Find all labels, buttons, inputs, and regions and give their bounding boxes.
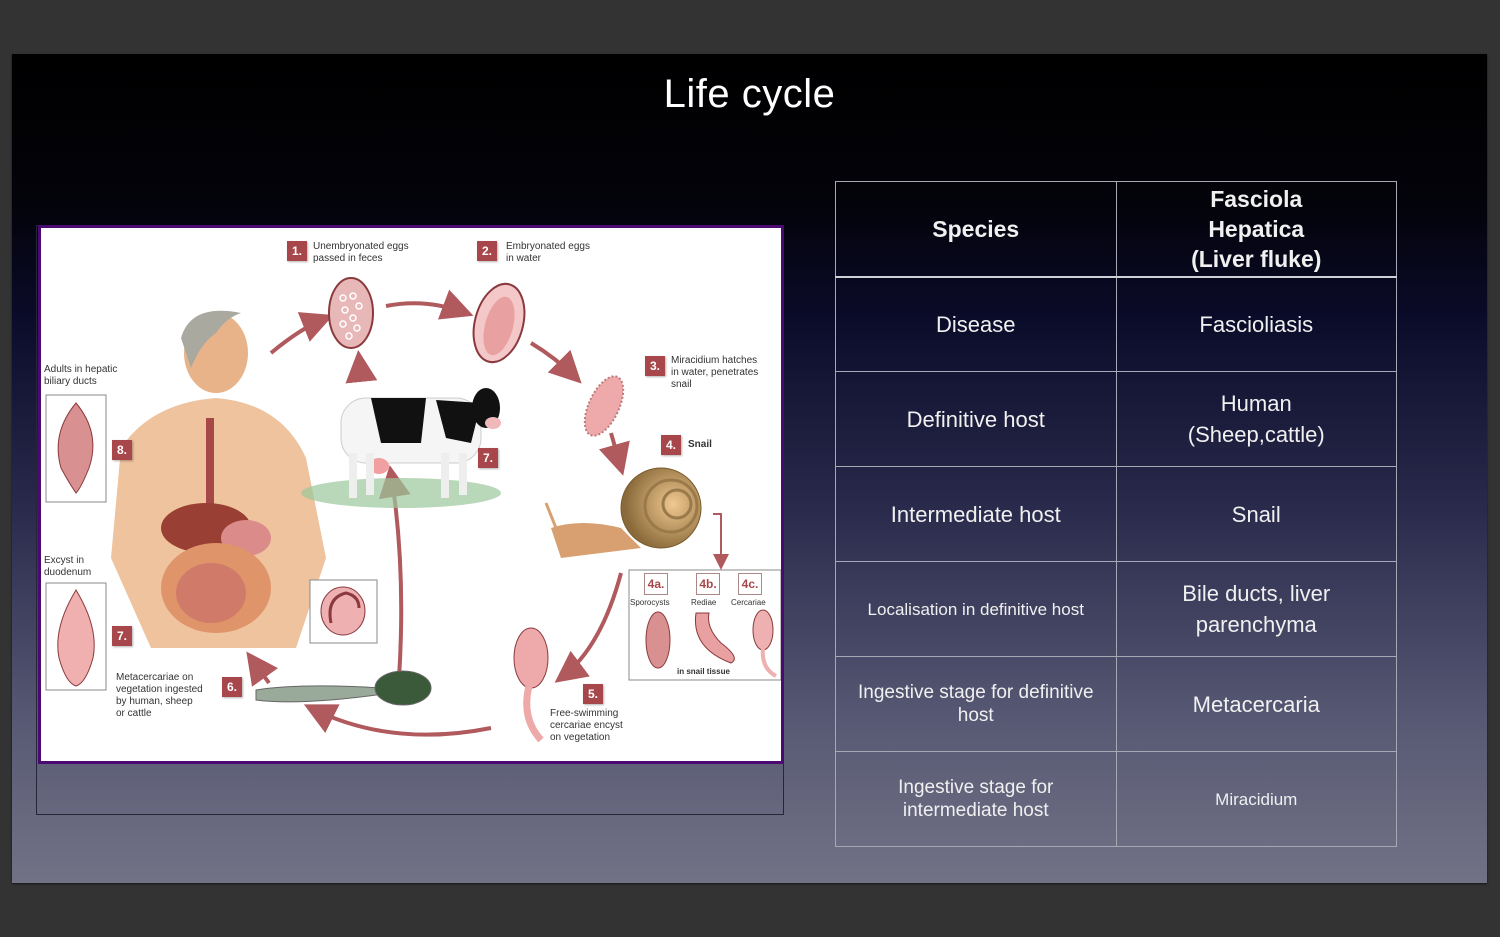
step-label-6-line: or cattle	[116, 708, 152, 719]
header-fasciola-hepatica: Fasciola Hepatica (Liver fluke)	[1115, 181, 1397, 278]
row-value-disease: Fascioliasis	[1115, 276, 1397, 372]
step-label-7-line: duodenum	[44, 567, 92, 578]
step-label-2-line: Embryonated eggs	[506, 241, 590, 252]
cercaria-small	[752, 609, 774, 651]
step-badge-4: 4.	[661, 435, 681, 455]
arrow-cercaria-to-spoon	[303, 704, 492, 737]
human-figure	[111, 310, 326, 648]
arrow-snail-to-cercaria	[554, 572, 623, 683]
step-label-6-line: by human, sheep	[116, 696, 193, 707]
table-row: Ingestive stage for definitive host Meta…	[835, 656, 1397, 752]
table-row: Intermediate host Snail	[835, 466, 1397, 562]
arrow-miracidium-to-snail	[599, 432, 630, 476]
step-label-1-line: passed in feces	[313, 253, 383, 264]
value-line: Human	[1220, 391, 1292, 416]
table-row: Ingestive stage for intermediate host Mi…	[835, 751, 1397, 847]
step-badge-7-cow: 7.	[478, 448, 498, 468]
unembryonated-egg	[328, 277, 374, 349]
life-cycle-illustration	[45, 277, 781, 743]
label-line: Ingestive stage for	[898, 777, 1054, 798]
arrow-human-to-egg	[269, 312, 334, 355]
row-value-ingestive-definitive: Metacercaria	[1115, 656, 1397, 752]
substage-label-rediae: Rediae	[691, 598, 717, 607]
substage-badge-4b: 4b.	[696, 573, 720, 595]
table-row: Definitive host Human (Sheep,cattle)	[835, 371, 1397, 467]
step-label-6-line: vegetation ingested	[116, 684, 203, 695]
step-label-5-line: Free-swimming	[550, 708, 619, 719]
spoon-with-vegetation	[255, 670, 432, 706]
step-badge-7-excyst: 7.	[112, 626, 132, 646]
arrow-cow-to-egg	[345, 350, 378, 384]
substage-badge-4c: 4c.	[738, 573, 762, 595]
slide: Life cycle	[12, 54, 1487, 883]
cercaria	[513, 627, 549, 689]
header-line: (Liver fluke)	[1191, 245, 1322, 272]
miracidium	[583, 375, 625, 437]
header-line: Fasciola	[1210, 185, 1303, 212]
arrow-egg1-to-egg2	[385, 289, 474, 320]
metacercaria	[320, 586, 366, 636]
step-label-6: Metacercariae on vegetation ingested by …	[116, 672, 203, 720]
step-badge-6: 6.	[222, 677, 242, 697]
step-badge-3: 3.	[645, 356, 665, 376]
value-line: Bile ducts, liver	[1182, 581, 1331, 606]
arrow-egg2-to-miracidium	[529, 341, 582, 384]
snail-tissue-label: in snail tissue	[677, 667, 730, 676]
header-line: Hepatica	[1208, 215, 1305, 242]
step-label-2-line: in water	[506, 253, 542, 264]
step-label-3-line: Miracidium hatches	[671, 355, 758, 366]
step-label-6-line: Metacercariae on	[116, 672, 194, 683]
substage-label-sporocysts: Sporocysts	[630, 598, 670, 607]
adult-fluke	[57, 402, 94, 494]
step-label-4: Snail	[688, 439, 712, 450]
step-label-7-line: Excyst in	[44, 555, 85, 566]
step-badge-1: 1.	[287, 241, 307, 261]
step-label-5: Free-swimming cercariae encyst on vegeta…	[550, 708, 623, 744]
header-species: Species	[835, 181, 1117, 278]
step-badge-8: 8.	[112, 440, 132, 460]
excysted-fluke	[57, 589, 95, 687]
cow-figure	[301, 388, 501, 508]
step-badge-2: 2.	[477, 241, 497, 261]
value-line: (Sheep,cattle)	[1187, 422, 1325, 447]
row-label-ingestive-intermediate: Ingestive stage for intermediate host	[835, 751, 1117, 847]
slide-title: Life cycle	[663, 72, 836, 116]
row-label-disease: Disease	[835, 276, 1117, 372]
step-label-8-line: biliary ducts	[44, 376, 97, 387]
step-label-5-line: on vegetation	[550, 732, 611, 743]
row-value-intermediate-host: Snail	[1115, 466, 1397, 562]
row-label-intermediate-host: Intermediate host	[835, 466, 1117, 562]
substage-label-cercariae: Cercariae	[731, 598, 766, 607]
sporocyst	[645, 611, 671, 669]
arrow-spoon-to-human	[246, 651, 279, 687]
cycle-arrows	[246, 289, 630, 737]
row-value-localisation: Bile ducts, liver parenchyma	[1115, 561, 1397, 657]
life-cycle-table: Species Fasciola Hepatica (Liver fluke) …	[835, 181, 1397, 847]
step-label-1: Unembryonated eggs passed in feces	[313, 241, 409, 265]
row-value-definitive-host: Human (Sheep,cattle)	[1115, 371, 1397, 467]
step-label-3-line: snail	[671, 379, 692, 390]
step-label-1-line: Unembryonated eggs	[313, 241, 409, 252]
table-header-row: Species Fasciola Hepatica (Liver fluke)	[835, 181, 1397, 278]
step-label-8: Adults in hepatic biliary ducts	[44, 364, 117, 388]
value-line: parenchyma	[1195, 612, 1317, 637]
step-label-2: Embryonated eggs in water	[506, 241, 590, 265]
step-label-5-line: cercariae encyst	[550, 720, 623, 731]
row-value-ingestive-intermediate: Miracidium	[1115, 751, 1397, 847]
row-label-ingestive-definitive: Ingestive stage for definitive host	[835, 656, 1117, 752]
step-label-3-line: in water, penetrates	[671, 367, 759, 378]
row-label-localisation: Localisation in definitive host	[835, 561, 1117, 657]
table-row: Disease Fascioliasis	[835, 276, 1397, 372]
row-label-definitive-host: Definitive host	[835, 371, 1117, 467]
step-label-8-line: Adults in hepatic	[44, 364, 118, 375]
redia	[694, 612, 735, 664]
table-row: Localisation in definitive host Bile duc…	[835, 561, 1397, 657]
label-line: intermediate host	[902, 800, 1049, 821]
snail-figure	[544, 467, 729, 570]
step-label-7: Excyst in duodenum	[44, 555, 91, 579]
life-cycle-diagram: 1. Unembryonated eggs passed in feces 2.…	[38, 225, 784, 764]
step-badge-5: 5.	[583, 684, 603, 704]
step-label-3: Miracidium hatches in water, penetrates …	[671, 355, 758, 391]
substage-badge-4a: 4a.	[644, 573, 668, 595]
